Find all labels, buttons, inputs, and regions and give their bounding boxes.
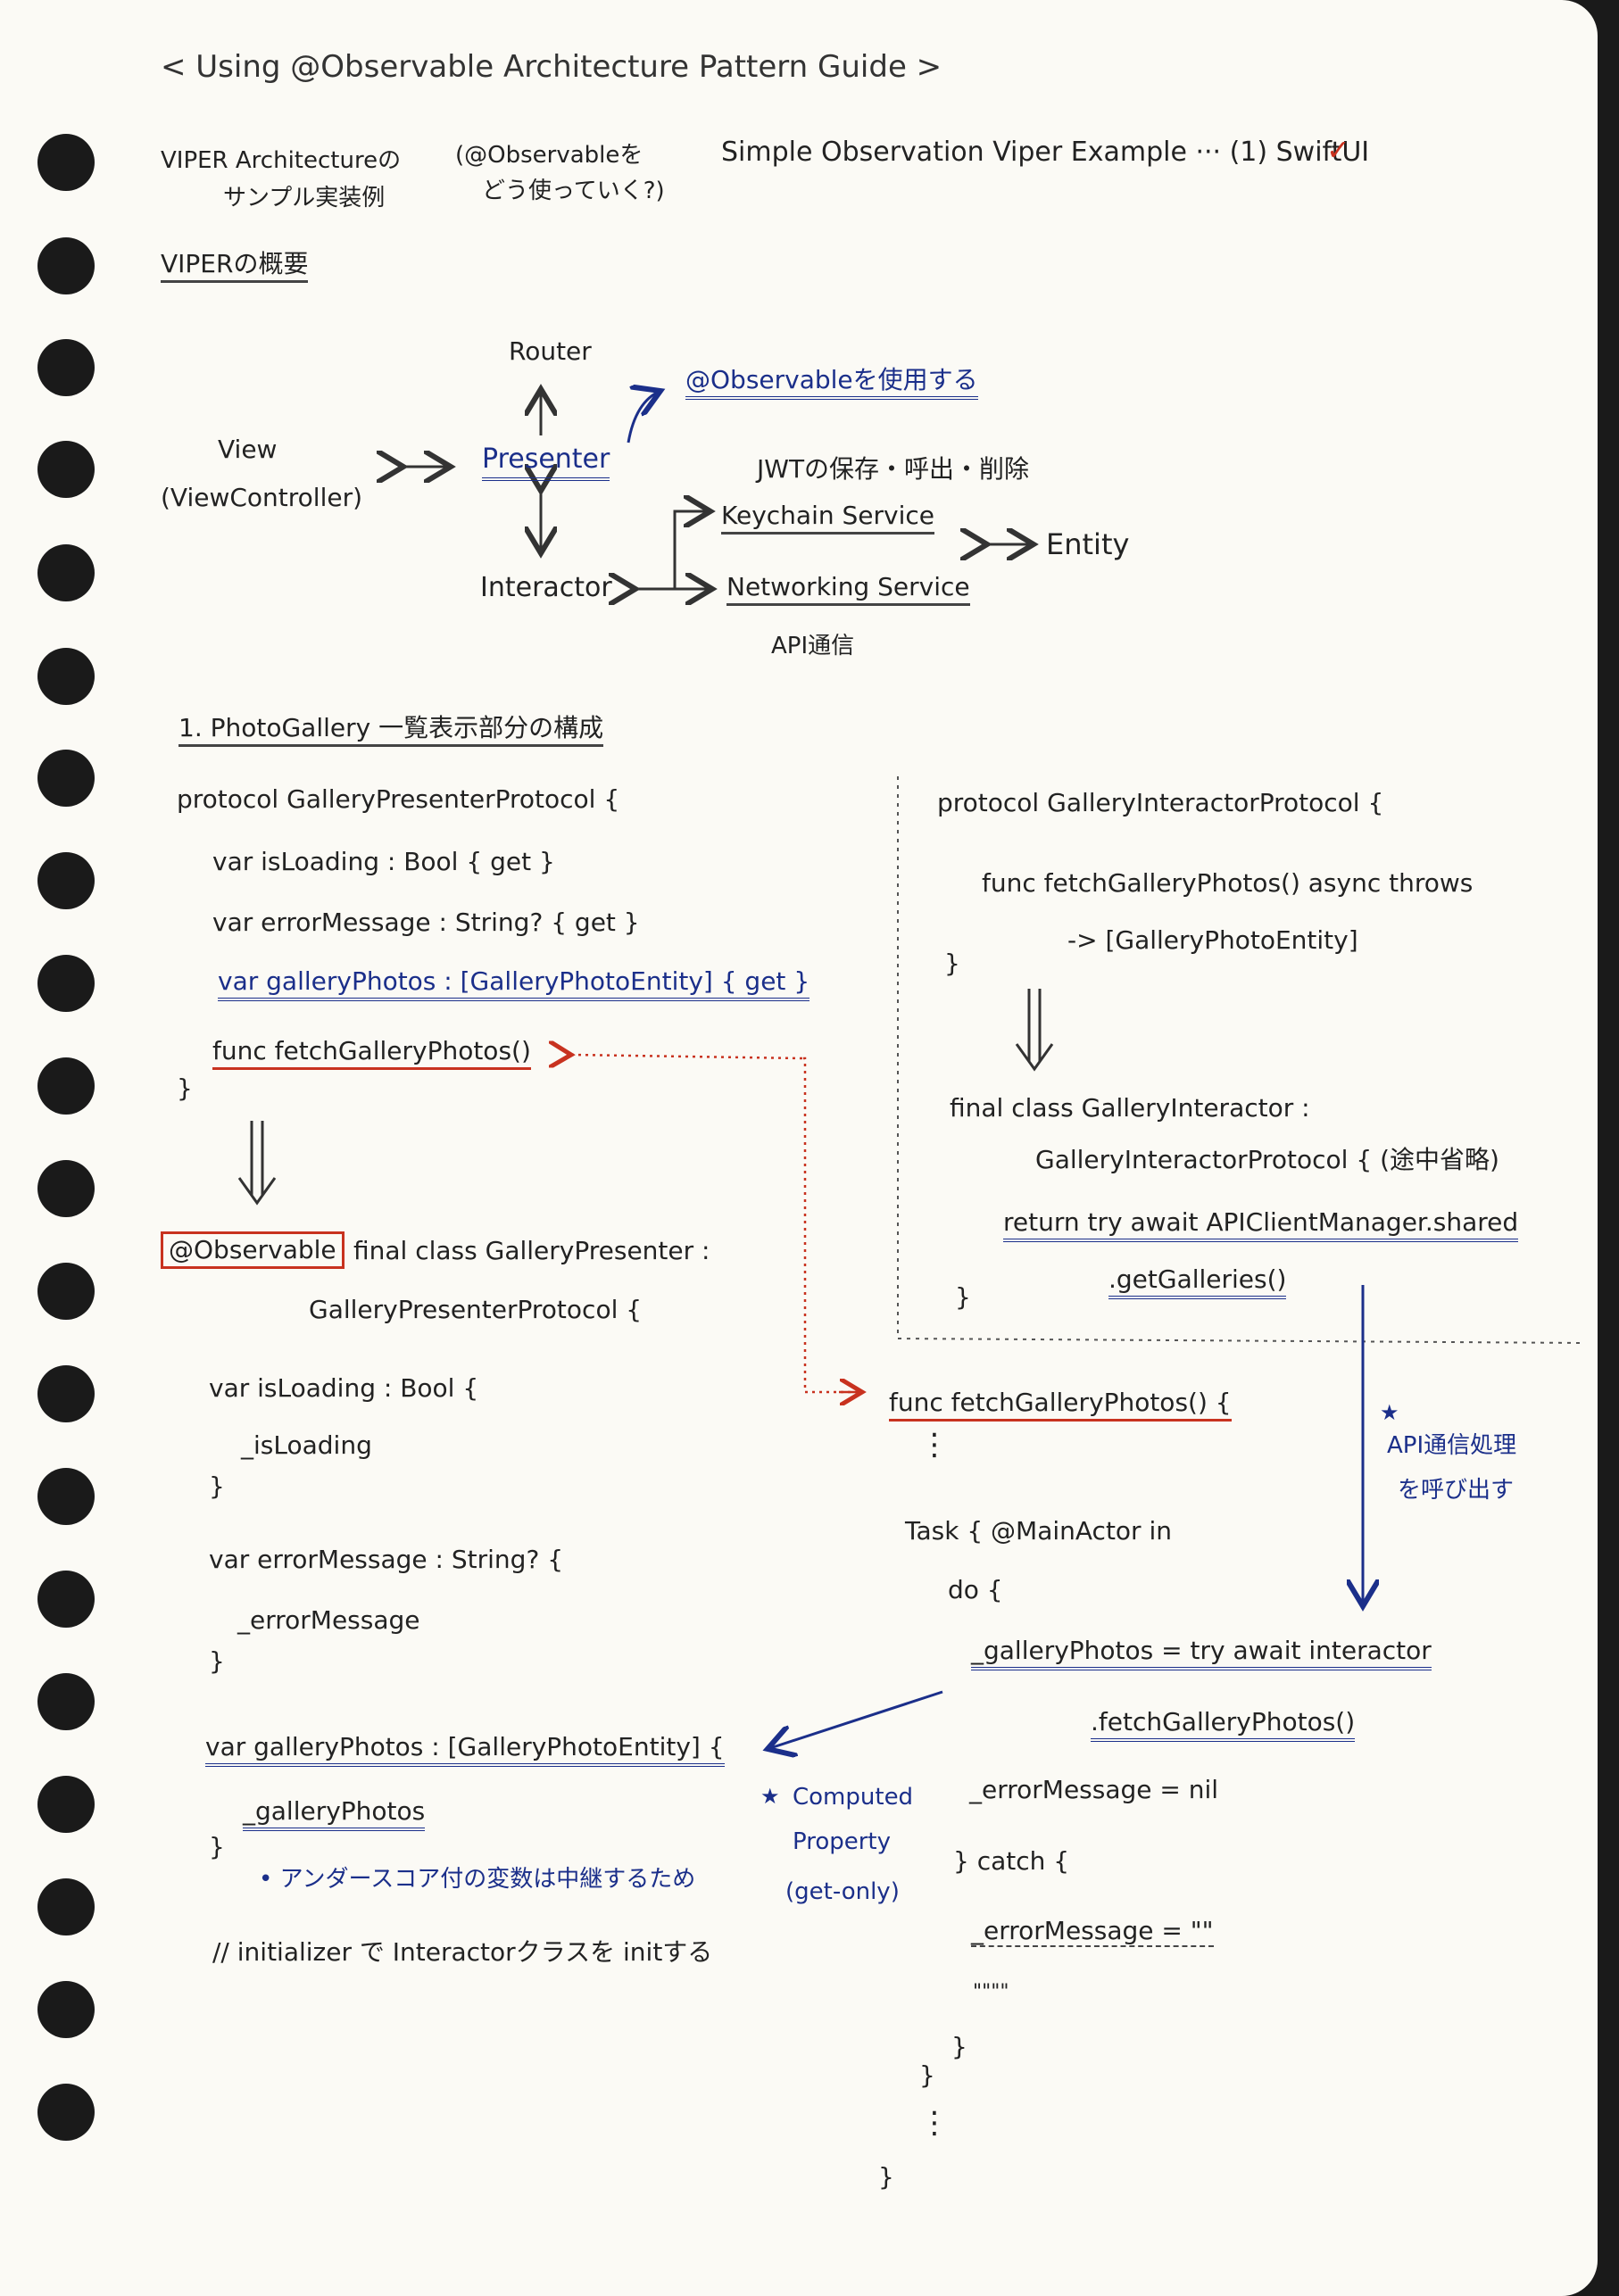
binder-hole <box>37 237 95 294</box>
fetch-impl-line: } <box>878 2162 894 2192</box>
interactor-protocol-line: func fetchGalleryPhotos() async throws <box>982 868 1474 898</box>
arrow-observable-note <box>627 391 660 443</box>
presenter-class-line: _errorMessage <box>237 1605 420 1635</box>
diagram-networking-service: Networking Service <box>726 572 970 607</box>
fetch-impl-line: } <box>919 2060 935 2090</box>
binder-hole <box>37 955 95 1012</box>
underscore-note: • アンダースコア付の変数は中継するため <box>259 1866 696 1893</box>
fetch-impl-line: } catch { <box>953 1846 1070 1876</box>
fetch-impl-line: _errorMessage = nil <box>969 1775 1219 1804</box>
interactor-protocol-line: } <box>944 949 960 978</box>
interactor-protocol-line: -> [GalleryPhotoEntity] <box>1067 925 1358 955</box>
fetch-impl-line: _errorMessage = "" <box>971 1916 1214 1948</box>
initializer-comment: // initializer で Interactorクラスを initする <box>212 1937 713 1967</box>
interactor-class-line: GalleryInteractorProtocol { (途中省略) <box>1035 1145 1499 1174</box>
fetch-impl-dots: ⋮ <box>919 2105 950 2141</box>
diagram-interactor: Interactor <box>480 572 612 603</box>
presenter-class-gallery-photos: var galleryPhotos : [GalleryPhotoEntity]… <box>205 1732 725 1768</box>
double-arrow-down <box>237 1121 277 1206</box>
binder-hole <box>37 648 95 705</box>
binder-hole <box>37 852 95 909</box>
binder-hole <box>37 750 95 807</box>
binder-hole <box>37 339 95 396</box>
binder-hole <box>37 1571 95 1628</box>
binder-hole <box>37 1981 95 2038</box>
observable-badge: @Observable <box>161 1231 345 1270</box>
computed-property-note: (get-only) <box>785 1878 900 1905</box>
overview-heading: VIPERの概要 <box>161 249 309 284</box>
presenter-protocol-line: var isLoading : Bool { get } <box>212 847 555 876</box>
presenter-class-line: final class GalleryPresenter : <box>353 1236 710 1265</box>
binder-hole <box>37 1263 95 1320</box>
fetch-impl-line: do { <box>948 1575 1003 1604</box>
presenter-protocol-line: protocol GalleryPresenterProtocol { <box>177 784 620 814</box>
presenter-protocol-gallery-photos: var galleryPhotos : [GalleryPhotoEntity]… <box>218 966 810 1002</box>
fetch-impl-line: } <box>951 2032 967 2061</box>
binder-hole <box>37 1878 95 1935</box>
intro-viper-line1: VIPER Architectureの <box>161 147 402 174</box>
fetch-impl-fetch: .fetchGalleryPhotos() <box>1091 1707 1356 1743</box>
interactor-protocol-line: protocol GalleryInteractorProtocol { <box>937 788 1384 817</box>
intro-paren-line2: どう使っていく?) <box>482 178 665 204</box>
intro-example: Simple Observation Viper Example ··· (1)… <box>721 137 1370 168</box>
fetch-impl-line: """" <box>973 1981 1009 2003</box>
presenter-class-line: var errorMessage : String? { <box>209 1545 564 1574</box>
diagram-router: Router <box>509 336 592 366</box>
presenter-class-line: _galleryPhotos <box>243 1796 426 1832</box>
diagram-presenter: Presenter <box>482 443 610 481</box>
presenter-class-line: } <box>209 1832 225 1861</box>
binder-hole <box>37 441 95 498</box>
check-icon: ✓ <box>1326 133 1350 167</box>
api-call-note: を呼び出す <box>1398 1477 1515 1504</box>
binder-hole <box>37 1057 95 1115</box>
intro-paren-line1: (@Observableを <box>455 142 643 169</box>
diagram-keychain-service: Keychain Service <box>721 501 934 535</box>
diagram-jwt-note: JWTの保存・呼出・削除 <box>757 454 1030 484</box>
presenter-class-line: GalleryPresenterProtocol { <box>309 1295 643 1324</box>
presenter-class-line: var isLoading : Bool { <box>209 1373 479 1403</box>
interactor-class-get-galleries: .getGalleries() <box>1108 1264 1287 1300</box>
fetch-impl-line: func fetchGalleryPhotos() { <box>889 1388 1232 1422</box>
presenter-protocol-line: var errorMessage : String? { get } <box>212 908 640 937</box>
star-icon: ★ <box>1380 1400 1399 1425</box>
binder-hole <box>37 2084 95 2141</box>
fetch-impl-dots: ⋮ <box>919 1427 950 1463</box>
presenter-class-line: _isLoading <box>241 1430 372 1460</box>
diagram-entity: Entity <box>1046 527 1130 561</box>
arrow-computed-property <box>768 1690 943 1749</box>
fetch-impl-line: Task { @MainActor in <box>905 1516 1172 1546</box>
diagram-api-note: API通信 <box>771 633 855 659</box>
diagram-view-controller: (ViewController) <box>161 483 363 512</box>
diagram-view: View <box>218 435 278 464</box>
binder-hole <box>37 544 95 601</box>
fetch-impl-gallery-photos: _galleryPhotos = try await interactor <box>971 1636 1432 1671</box>
binder-hole <box>37 1673 95 1730</box>
presenter-protocol-fetch: func fetchGalleryPhotos() <box>212 1036 531 1071</box>
api-call-note: API通信処理 <box>1387 1432 1517 1459</box>
presenter-protocol-close: } <box>177 1073 193 1103</box>
interactor-class-return: return try await APIClientManager.shared <box>1003 1207 1519 1243</box>
section1-heading: 1. PhotoGallery 一覧表示部分の構成 <box>179 713 604 748</box>
interactor-class-line: final class GalleryInteractor : <box>950 1093 1310 1123</box>
binder-hole <box>37 134 95 191</box>
binder-hole <box>37 1365 95 1422</box>
diagram-observable-note: @Observableを使用する <box>685 365 978 401</box>
computed-property-note: Property <box>793 1828 892 1855</box>
page-title: < Using @Observable Architecture Pattern… <box>161 49 942 85</box>
binder-hole <box>37 1160 95 1217</box>
double-arrow-down <box>1015 989 1054 1072</box>
presenter-class-line: } <box>209 1471 225 1501</box>
binder-hole <box>37 1776 95 1833</box>
star-icon: ★ <box>760 1784 780 1809</box>
intro-viper-line2: サンプル実装例 <box>223 185 386 211</box>
binder-hole <box>37 1468 95 1525</box>
interactor-class-close: } <box>955 1282 971 1312</box>
presenter-class-line: } <box>209 1646 225 1676</box>
computed-property-note: Computed <box>793 1784 914 1811</box>
